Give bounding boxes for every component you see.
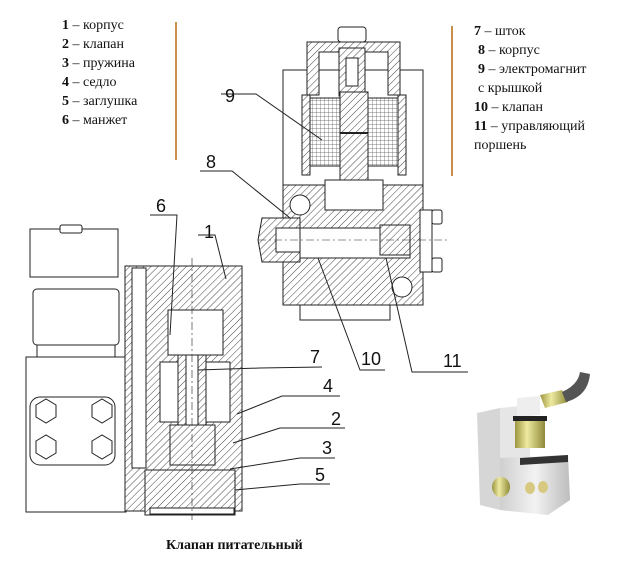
legend-item: 3 – пружина — [62, 56, 135, 71]
callout-11: 11 — [443, 351, 462, 371]
legend-item: 2 – клапан — [62, 37, 125, 52]
legend-item: 4 – седло — [62, 75, 117, 90]
legend-item: 10 – клапан — [474, 100, 544, 115]
callout-2: 2 — [331, 409, 341, 429]
legend-item: 5 – заглушка — [62, 94, 138, 109]
callout-leaders — [150, 93, 468, 491]
callout-5: 5 — [315, 465, 325, 485]
lower-valve-section — [25, 224, 243, 520]
legend-item: 6 – манжет — [62, 113, 128, 128]
valve-3d-render — [477, 372, 590, 515]
callout-4: 4 — [323, 376, 333, 396]
callout-6: 6 — [156, 196, 166, 216]
callout-9: 9 — [225, 86, 235, 106]
legend-left: 1 – корпус 2 – клапан 3 – пружина 4 – се… — [62, 16, 137, 130]
upper-valve-section — [257, 26, 450, 321]
callout-8: 8 — [206, 152, 216, 172]
legend-item: поршень — [474, 138, 527, 153]
divider-left — [175, 22, 177, 160]
callout-10: 10 — [361, 349, 381, 369]
legend-item: 7 – шток — [474, 24, 526, 39]
callout-3: 3 — [322, 438, 332, 458]
callout-7: 7 — [310, 347, 320, 367]
legend-item: 8 – корпус — [478, 43, 540, 58]
divider-right — [451, 26, 453, 176]
legend-item: 11 – управляющий — [474, 119, 586, 134]
legend-item: 1 – корпус — [62, 18, 124, 33]
legend-right: 7 – шток 8 – корпус 9 – электромагнит с … — [474, 22, 586, 155]
legend-item: с крышкой — [478, 81, 543, 96]
callout-1: 1 — [204, 222, 214, 242]
legend-item: 9 – электромагнит — [478, 62, 587, 77]
figure-caption: Клапан питательный — [166, 538, 303, 553]
